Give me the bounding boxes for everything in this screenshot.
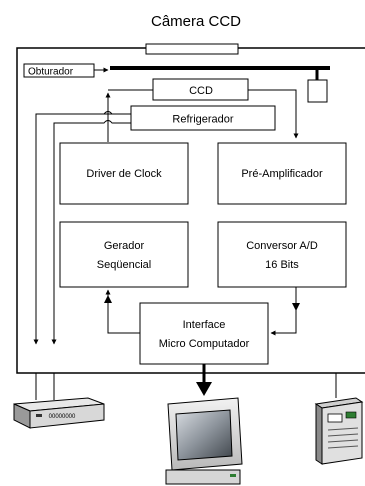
ccd-to-preamp-line — [248, 89, 299, 139]
adc-label-2: 16 Bits — [265, 259, 299, 271]
sequencer-box — [59, 221, 189, 288]
interface-to-sequencer-line — [105, 289, 140, 334]
shutter-label: Obturador — [28, 67, 74, 78]
interface-box — [139, 302, 269, 365]
cooler-label: Refrigerador — [172, 114, 233, 126]
controller-device: 00000000 — [13, 397, 105, 429]
diagram-title: Câmera CCD — [151, 13, 241, 30]
preamp-label: Pré-Amplificador — [241, 168, 323, 180]
computer-arrow — [196, 382, 212, 396]
adc-label-1: Conversor A/D — [246, 240, 318, 252]
cooler-control-line-b — [51, 120, 131, 345]
computer-icon — [165, 397, 243, 485]
line-hop — [103, 111, 113, 115]
sequencer-label-1: Gerador — [104, 240, 145, 252]
interface-label-2: Micro Computador — [159, 338, 250, 350]
sequencer-label-2: Seqüencial — [97, 259, 151, 271]
ccd-label: CCD — [189, 85, 213, 97]
power-supply-icon — [314, 397, 364, 465]
adc-to-interface-line — [270, 287, 297, 336]
controller-label: 00000000 — [49, 414, 76, 420]
shutter-actuator — [307, 79, 328, 103]
camera-window — [145, 43, 239, 55]
interface-label-1: Interface — [183, 319, 226, 331]
preamp-box — [217, 142, 347, 205]
clock-driver-label: Driver de Clock — [86, 168, 162, 180]
clock-driver-box — [59, 142, 189, 205]
adc-box — [217, 221, 347, 288]
cooler-box — [130, 105, 276, 131]
cooler-control-line-a — [33, 113, 131, 345]
adc-down-arrow — [292, 303, 300, 311]
sequencer-up-arrow — [104, 295, 112, 303]
